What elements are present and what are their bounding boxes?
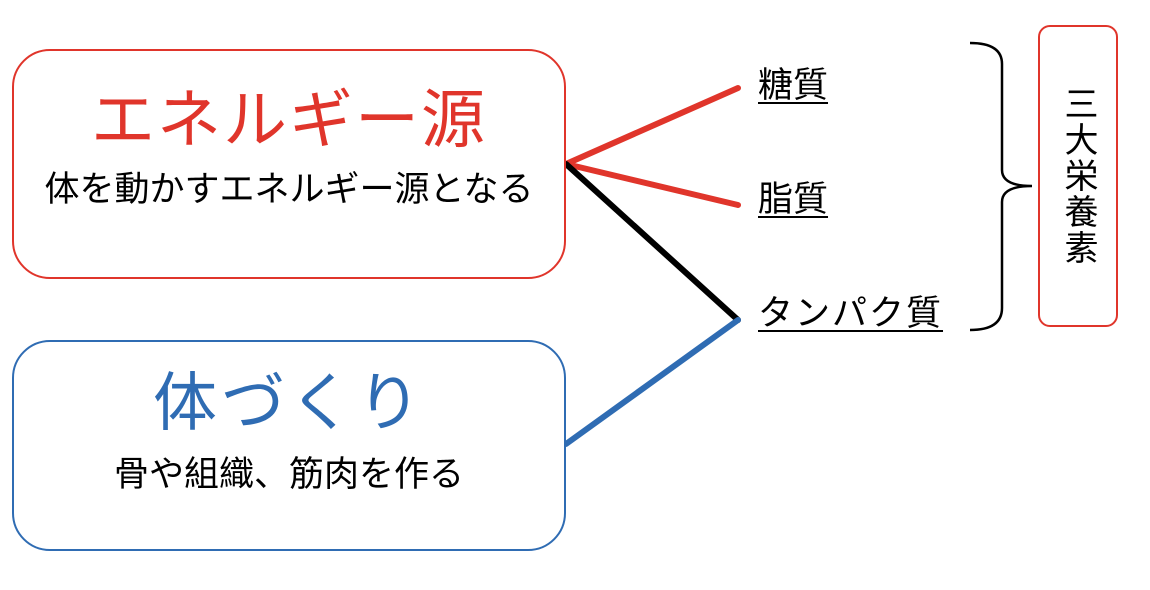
- three-major-nutrients-box: 三大栄養素: [1038, 25, 1118, 327]
- connector-body-to-protein: [563, 317, 741, 447]
- energy-source-title: エネルギー源: [91, 84, 487, 158]
- connector-energy-to-sugar: [563, 85, 741, 167]
- body-building-title: 体づくり: [153, 367, 425, 441]
- body-building-box: 体づくり 骨や組織、筋肉を作る: [12, 340, 566, 551]
- nutrient-fat: 脂質: [758, 180, 829, 220]
- body-building-description: 骨や組織、筋肉を作る: [113, 455, 464, 495]
- three-major-nutrients-label: 三大栄養素: [1058, 86, 1098, 266]
- energy-source-box: エネルギー源 体を動かすエネルギー源となる: [12, 49, 566, 279]
- right-curly-bracket: [969, 41, 1033, 332]
- connector-energy-to-fat: [563, 161, 741, 208]
- connector-energy-to-protein: [563, 161, 741, 323]
- nutrient-carbohydrate: 糖質: [758, 66, 829, 106]
- energy-source-description: 体を動かすエネルギー源となる: [44, 170, 534, 210]
- nutrient-protein: タンパク質: [758, 294, 944, 334]
